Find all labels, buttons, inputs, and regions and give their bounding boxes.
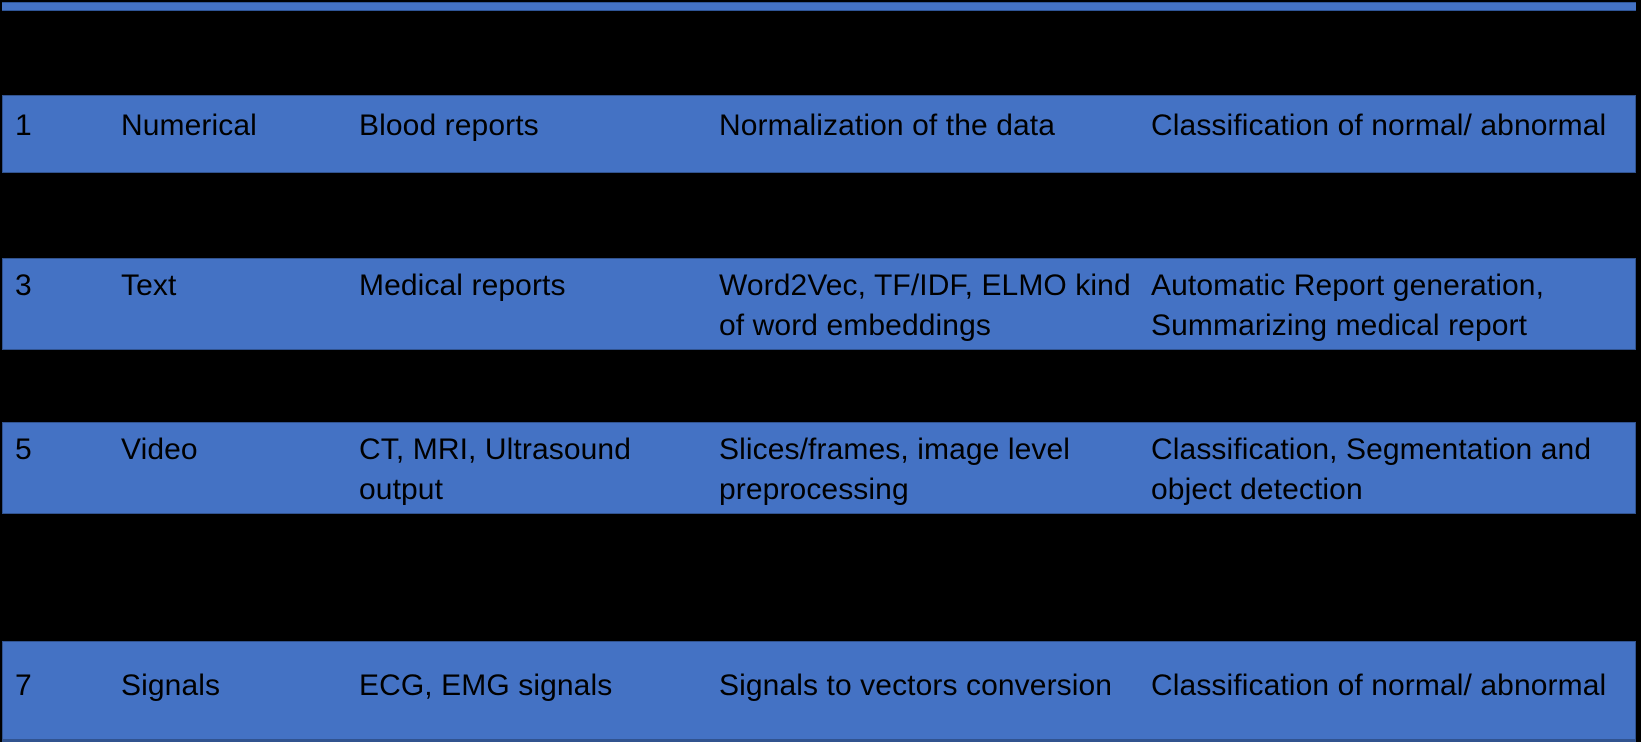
cell-preprocessing: Word2Vec, TF/IDF, ELMO kind of word embe… bbox=[719, 269, 1131, 342]
table-row[interactable]: 3 Text Medical reports Word2Vec, TF/IDF,… bbox=[2, 258, 1636, 350]
cell-source: CT, MRI, Ultrasound output bbox=[359, 433, 631, 506]
cell-task: Classification of normal/ abnormal bbox=[1151, 109, 1607, 142]
cell-index: 3 bbox=[15, 269, 32, 302]
table-row[interactable]: 5 Video CT, MRI, Ultrasound output Slice… bbox=[2, 422, 1636, 514]
cell-task: Automatic Report generation, Summarizing… bbox=[1151, 269, 1545, 342]
table-row[interactable]: 7 Signals ECG, EMG signals Signals to ve… bbox=[2, 641, 1636, 742]
cell-data-type: Numerical bbox=[121, 109, 257, 142]
cell-index: 7 bbox=[15, 669, 32, 702]
cell-data-type: Signals bbox=[121, 669, 221, 702]
table-row[interactable]: 1 Numerical Blood reports Normalization … bbox=[2, 95, 1636, 173]
cell-source: ECG, EMG signals bbox=[359, 669, 613, 702]
cell-data-type: Text bbox=[121, 269, 177, 302]
cell-data-type: Video bbox=[121, 433, 198, 466]
cell-preprocessing: Normalization of the data bbox=[719, 109, 1056, 142]
cell-task: Classification of normal/ abnormal bbox=[1151, 669, 1607, 702]
cell-index: 1 bbox=[15, 109, 32, 142]
top-divider-rule bbox=[2, 2, 1636, 11]
cell-index: 5 bbox=[15, 433, 32, 466]
cell-preprocessing: Signals to vectors conversion bbox=[719, 669, 1113, 702]
cell-preprocessing: Slices/frames, image level preprocessing bbox=[719, 433, 1071, 506]
cell-source: Medical reports bbox=[359, 269, 566, 302]
cell-source: Blood reports bbox=[359, 109, 539, 142]
cell-task: Classification, Segmentation and object … bbox=[1151, 433, 1592, 506]
